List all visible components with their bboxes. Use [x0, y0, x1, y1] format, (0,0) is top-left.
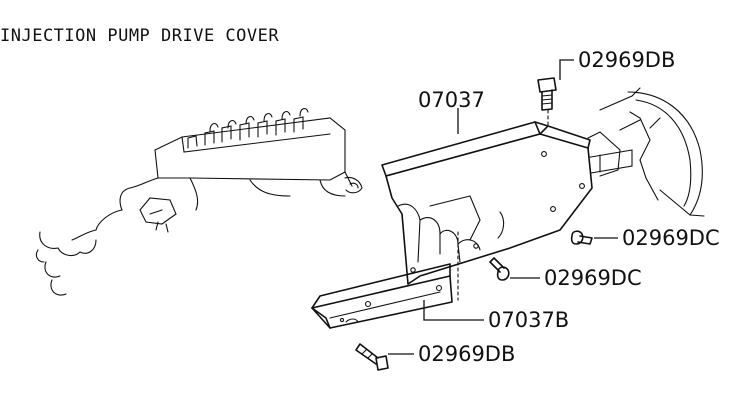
cover-07037	[381, 121, 593, 285]
callout-02969db-bottom: 02969DB	[418, 342, 516, 366]
diagram-title: INJECTION PUMP DRIVE COVER	[0, 26, 280, 46]
bolt-bottom	[355, 343, 389, 371]
screw-mid	[489, 257, 510, 281]
callout-02969dc-mid: 02969DC	[544, 266, 642, 290]
gear-case-illustration	[584, 87, 705, 217]
callout-02969dc-right: 02969DC	[622, 226, 720, 250]
screw-right	[570, 230, 593, 245]
callout-02969db-top: 02969DB	[578, 48, 676, 72]
injection-pump-illustration	[35, 107, 363, 296]
cover-07037b	[311, 263, 453, 329]
callout-07037b: 07037B	[488, 308, 570, 332]
bolt-top	[537, 77, 557, 111]
leader-lines	[388, 59, 618, 355]
callout-07037: 07037	[418, 88, 485, 112]
